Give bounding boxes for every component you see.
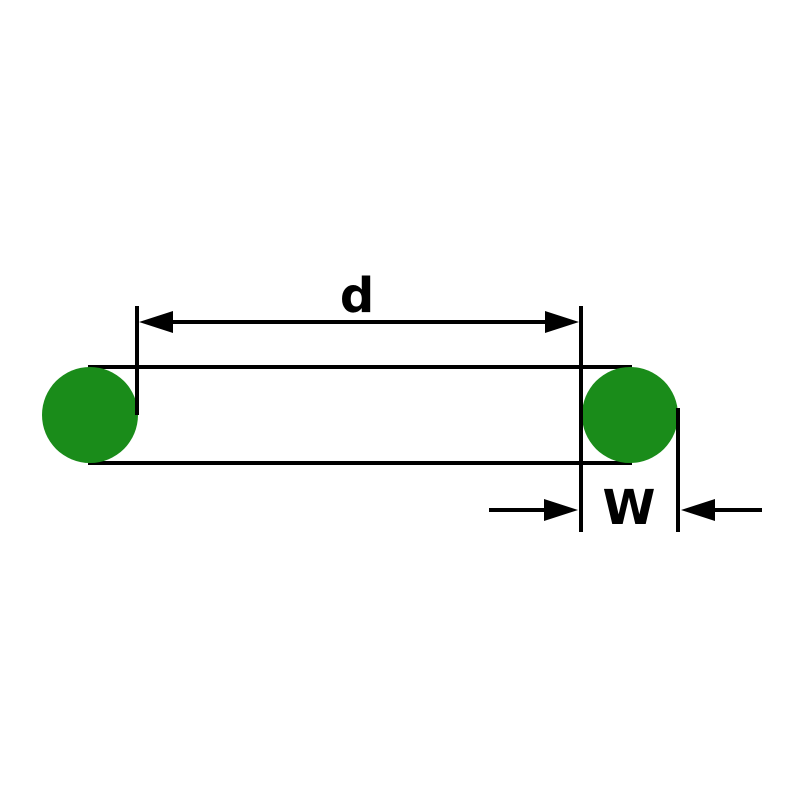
arrowhead-d-left — [139, 311, 173, 333]
oring-cross-section-left — [42, 367, 138, 463]
dimension-inner-diameter: d — [135, 268, 583, 532]
dimension-label-w: W — [603, 480, 656, 536]
dimension-label-d: d — [340, 268, 374, 324]
oring-body — [42, 365, 678, 465]
arrowhead-d-right — [545, 311, 579, 333]
arrowhead-w-left — [544, 499, 578, 521]
oring-cross-section-right — [582, 367, 678, 463]
dimension-cross-section-width: W — [489, 408, 762, 536]
arrowhead-w-right — [681, 499, 715, 521]
